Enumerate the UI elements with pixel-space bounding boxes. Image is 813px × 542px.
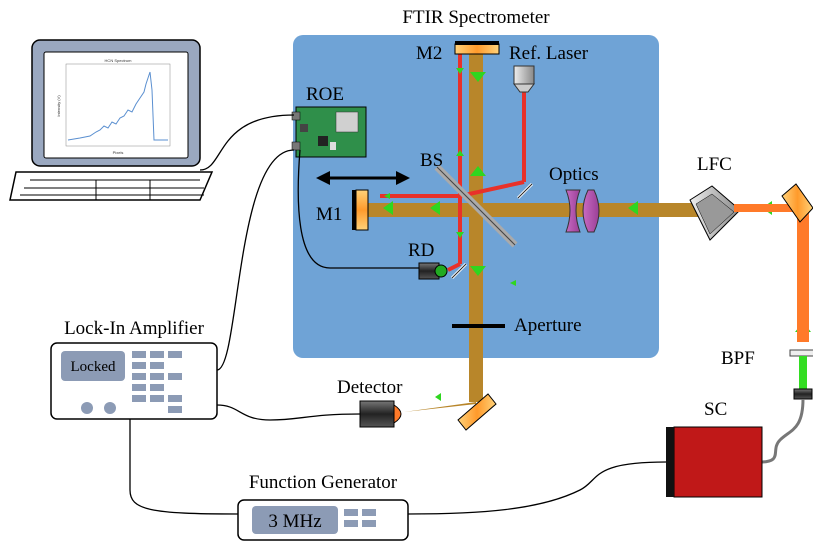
ftir-title: FTIR Spectrometer xyxy=(402,7,550,28)
lock-in-amplifier xyxy=(50,342,218,420)
lock-in-screen xyxy=(61,351,125,381)
function-generator-screen xyxy=(252,506,338,534)
supercontinuum-source xyxy=(666,426,763,498)
corner-mirror xyxy=(781,183,813,223)
cables xyxy=(129,114,667,515)
label-roe: ROE xyxy=(306,84,344,105)
function-generator-keypad[interactable] xyxy=(344,509,376,527)
lock-in-knob-2[interactable] xyxy=(104,402,116,414)
roe-board xyxy=(291,106,367,158)
label-ref-laser: Ref. Laser xyxy=(509,43,589,64)
optics-lenses xyxy=(565,189,600,233)
label-m2: M2 xyxy=(416,43,442,64)
bpf-filter xyxy=(789,349,813,357)
label-m1: M1 xyxy=(316,204,342,225)
lock-in-status: Locked xyxy=(71,359,116,375)
label-detector: Detector xyxy=(337,377,403,398)
orange-beam xyxy=(734,204,809,342)
label-lock-in: Lock-In Amplifier xyxy=(64,318,204,339)
detector-beam xyxy=(404,402,476,412)
function-generator-frequency: 3 MHz xyxy=(268,511,321,532)
label-optics: Optics xyxy=(549,164,599,185)
label-lfc: LFC xyxy=(697,154,732,175)
green-beam xyxy=(799,356,807,390)
label-function-generator: Function Generator xyxy=(249,472,398,493)
label-sc: SC xyxy=(704,399,727,420)
beam-splitter xyxy=(434,164,518,248)
laptop-plot-xlabel: Pixels xyxy=(113,150,124,155)
m1-travel-arrow xyxy=(316,171,410,185)
fold-mirror xyxy=(457,393,497,431)
fiber-coupler xyxy=(793,388,813,400)
lock-in-knob-1[interactable] xyxy=(81,402,93,414)
laptop-plot-title: HCN Spectrum xyxy=(105,58,133,63)
label-rd: RD xyxy=(408,240,434,261)
detector xyxy=(359,400,402,428)
mirror-m2 xyxy=(454,41,500,55)
fiber-cable xyxy=(750,398,805,464)
laptop-plot: HCN Spectrum Pixels Intensity (V) xyxy=(56,58,171,155)
label-bpf: BPF xyxy=(721,348,755,369)
main-beam xyxy=(368,54,698,402)
function-generator xyxy=(237,499,409,541)
reference-detector xyxy=(418,262,468,280)
laptop-plot-ylabel: Intensity (V) xyxy=(56,95,61,117)
label-bs: BS xyxy=(420,150,443,171)
lock-in-keypad[interactable] xyxy=(132,351,182,413)
mirror-m1 xyxy=(352,189,369,231)
lfc xyxy=(689,185,741,241)
label-aperture: Aperture xyxy=(514,315,582,336)
reference-laser xyxy=(513,65,535,93)
reference-beam xyxy=(380,54,526,264)
